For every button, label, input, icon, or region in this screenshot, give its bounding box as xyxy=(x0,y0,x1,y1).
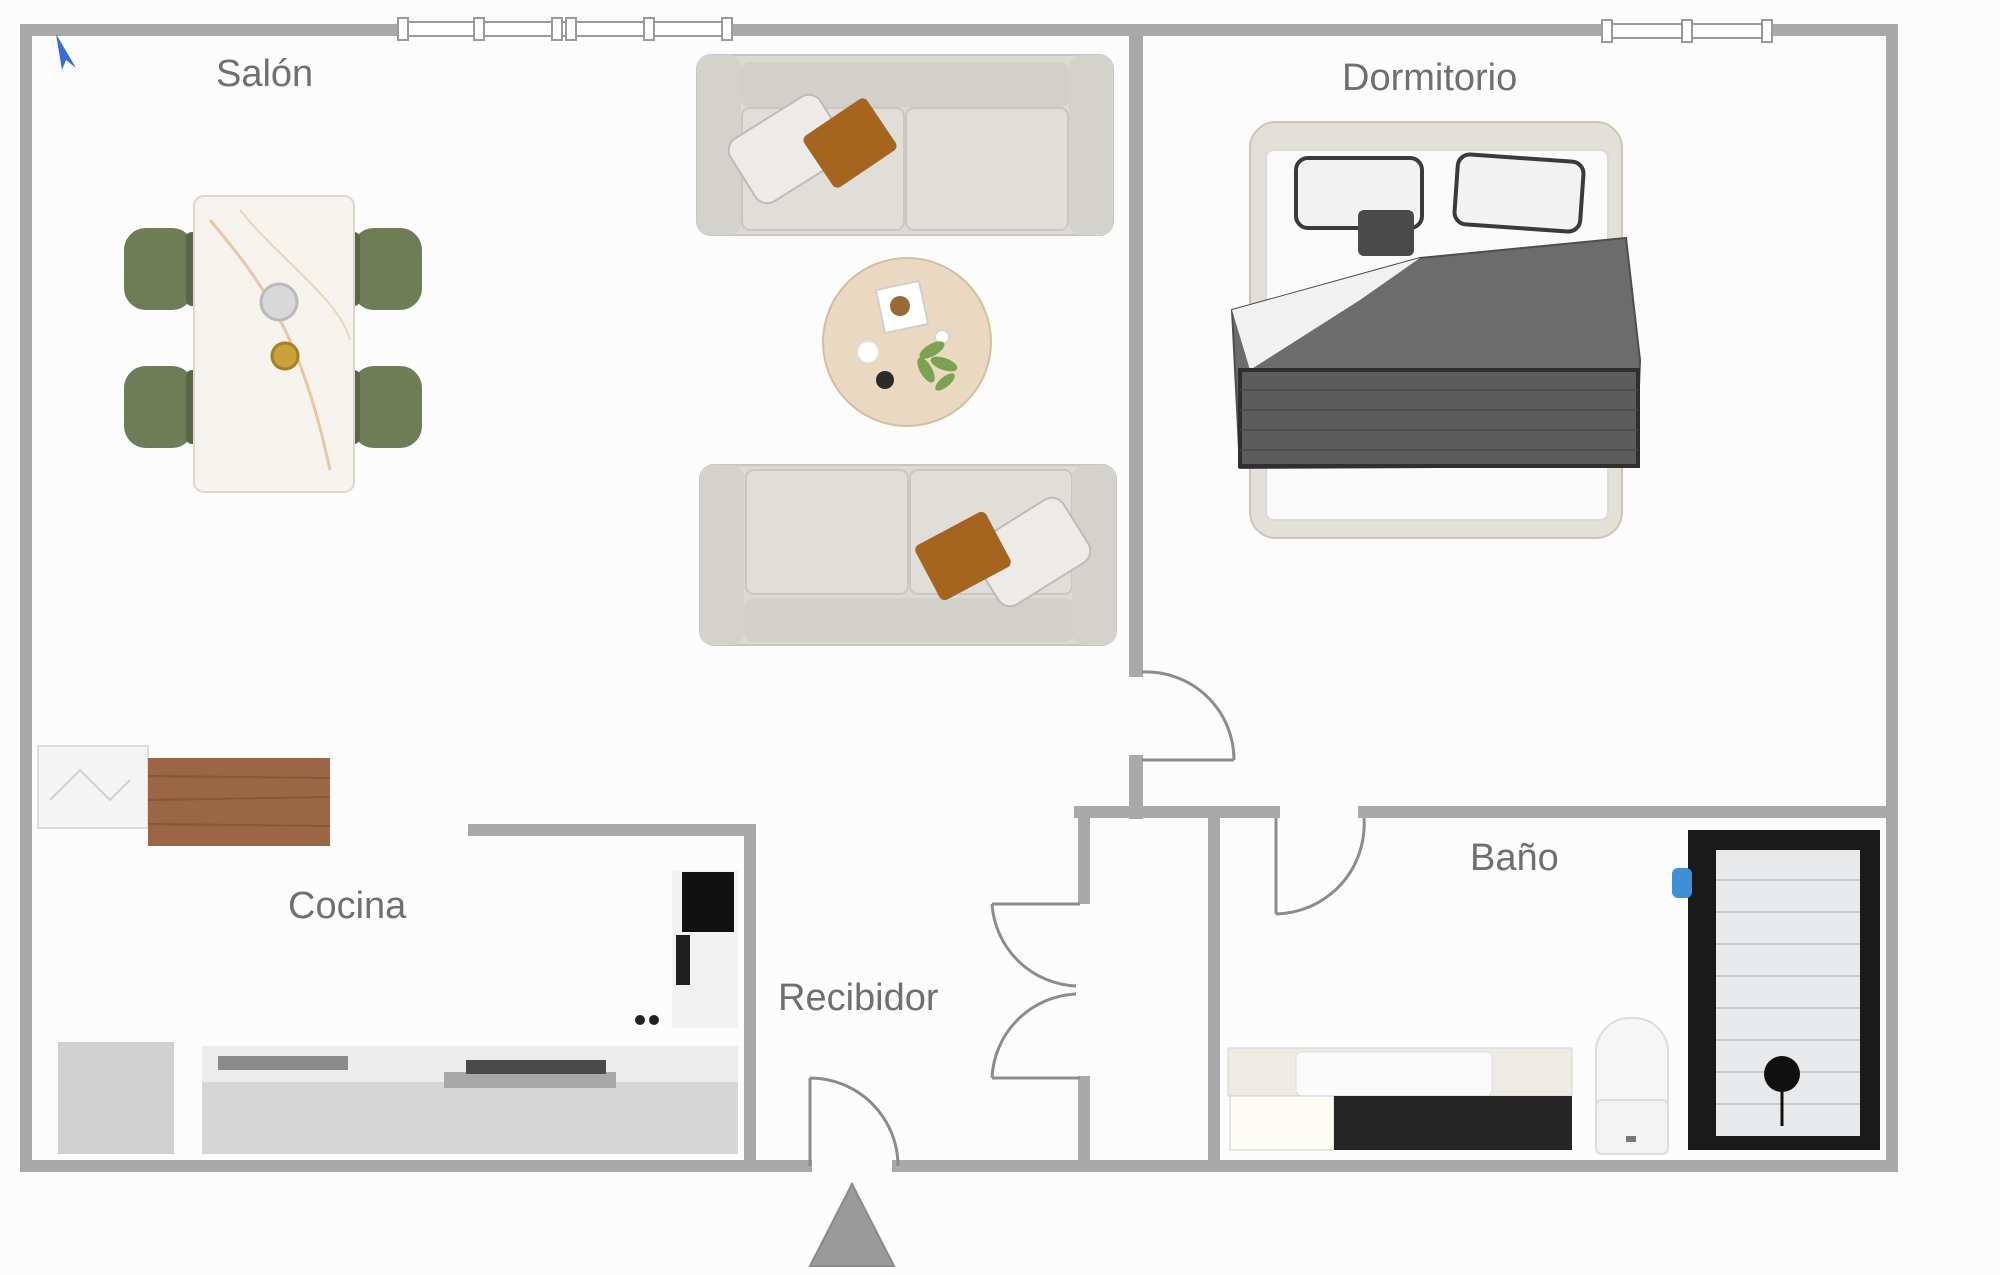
window xyxy=(1601,19,1773,43)
bathroom-vanity xyxy=(1227,1047,1573,1151)
sofa xyxy=(699,464,1117,646)
kitchen-counter xyxy=(58,870,738,1154)
bowl-icon xyxy=(270,341,300,371)
room-label-salon: Salón xyxy=(216,53,313,95)
door xyxy=(1274,817,1366,916)
room-label-recibidor: Recibidor xyxy=(778,977,939,1019)
toilet-icon xyxy=(1595,1017,1669,1155)
north-arrow-icon xyxy=(56,34,76,70)
blanket-stripe xyxy=(1238,368,1640,468)
sofa xyxy=(696,54,1114,236)
pillow xyxy=(970,496,1092,608)
sink xyxy=(444,1072,616,1088)
dining-set xyxy=(124,195,422,493)
double-door xyxy=(990,902,1080,1080)
dining-chair xyxy=(124,366,200,448)
cushion xyxy=(1358,210,1414,256)
coffee-table xyxy=(822,257,992,427)
cooktop xyxy=(218,1056,348,1070)
window xyxy=(397,17,733,41)
triangle-entrance-icon xyxy=(808,1181,896,1267)
shower-drain-icon xyxy=(1764,1056,1800,1092)
room-label-bano: Baño xyxy=(1470,837,1559,879)
entrance-door xyxy=(808,1076,900,1167)
shower-tap-icon xyxy=(1672,868,1692,898)
cushion xyxy=(915,511,1011,601)
shower xyxy=(1672,830,1880,1150)
bed xyxy=(1230,121,1642,539)
dining-table xyxy=(193,195,355,493)
dining-chair xyxy=(124,228,200,310)
room-label-dormitorio: Dormitorio xyxy=(1342,57,1517,99)
walls xyxy=(20,24,1898,1172)
door xyxy=(1141,670,1236,762)
dining-chair xyxy=(346,228,422,310)
plant-icon xyxy=(917,341,958,391)
dining-chair xyxy=(346,366,422,448)
room-label-cocina: Cocina xyxy=(288,885,407,927)
wood-counter xyxy=(148,758,330,846)
vase-icon xyxy=(259,282,299,322)
kitchen-island xyxy=(37,745,331,846)
pillow xyxy=(1452,152,1586,234)
cushion xyxy=(803,98,897,188)
